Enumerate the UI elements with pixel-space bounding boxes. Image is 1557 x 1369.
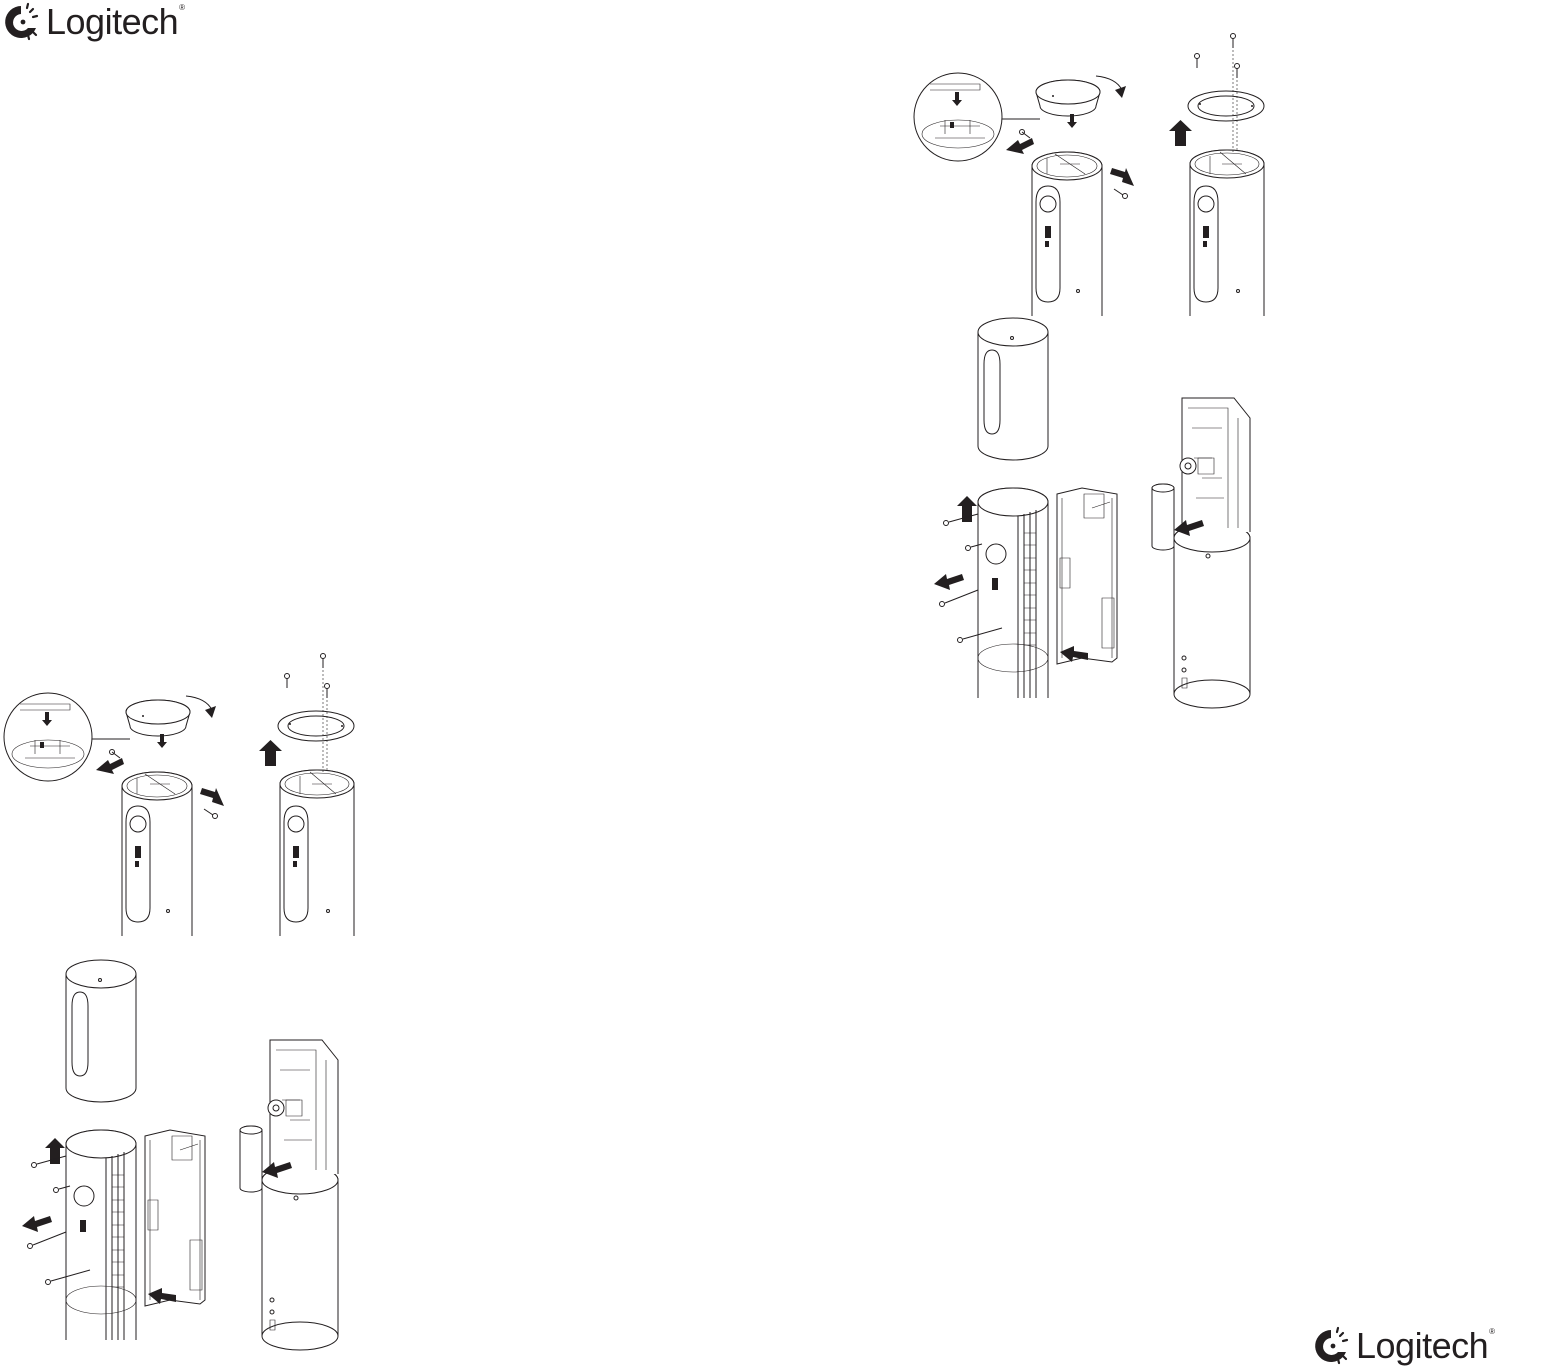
arrow-outward-left-icon bbox=[1006, 138, 1034, 154]
inner-core bbox=[66, 1130, 136, 1340]
top-lid bbox=[1036, 80, 1100, 128]
opened-housing bbox=[262, 1040, 338, 1350]
side-panel bbox=[145, 1130, 205, 1306]
arrow-outward-right-icon bbox=[200, 788, 224, 806]
opened-housing bbox=[1174, 398, 1250, 708]
device-body-right bbox=[1190, 150, 1264, 316]
logitech-logo-top: Logitech® bbox=[2, 2, 185, 42]
diagram-top-cover-removal bbox=[0, 646, 360, 946]
diagram-shell-removal-copy bbox=[912, 318, 1272, 708]
device-body-left bbox=[1032, 152, 1102, 316]
arrow-left-icon bbox=[934, 574, 964, 590]
arrow-left-icon bbox=[22, 1216, 52, 1232]
registered-mark: ® bbox=[1489, 1327, 1494, 1336]
side-panel bbox=[1057, 488, 1117, 664]
device-body-right bbox=[280, 770, 354, 936]
outer-sleeve bbox=[978, 318, 1048, 460]
logitech-g-icon bbox=[1312, 1326, 1352, 1366]
logitech-logo-bottom: Logitech® bbox=[1312, 1326, 1495, 1366]
top-ring bbox=[1188, 91, 1264, 121]
arrow-up-icon bbox=[957, 496, 977, 522]
top-ring bbox=[278, 711, 354, 741]
arrow-outward-right-icon bbox=[1110, 168, 1134, 186]
arrow-up-icon bbox=[45, 1138, 65, 1164]
outer-sleeve bbox=[66, 960, 136, 1102]
diagram-shell-removal bbox=[0, 960, 360, 1350]
arrow-outward-left-icon bbox=[96, 758, 124, 774]
top-lid bbox=[126, 700, 190, 748]
logo-wordmark: Logitech bbox=[1356, 1325, 1488, 1366]
device-body-left bbox=[122, 772, 192, 936]
registered-mark: ® bbox=[179, 3, 184, 12]
arrow-up-icon bbox=[1169, 120, 1192, 146]
diagram-top-cover-removal-copy bbox=[910, 26, 1270, 326]
arrow-up-icon bbox=[259, 740, 282, 766]
logitech-g-icon bbox=[2, 2, 42, 42]
camera-module bbox=[240, 1126, 262, 1192]
camera-module bbox=[1152, 484, 1174, 550]
inner-core bbox=[978, 488, 1048, 698]
logo-wordmark: Logitech bbox=[46, 1, 178, 42]
